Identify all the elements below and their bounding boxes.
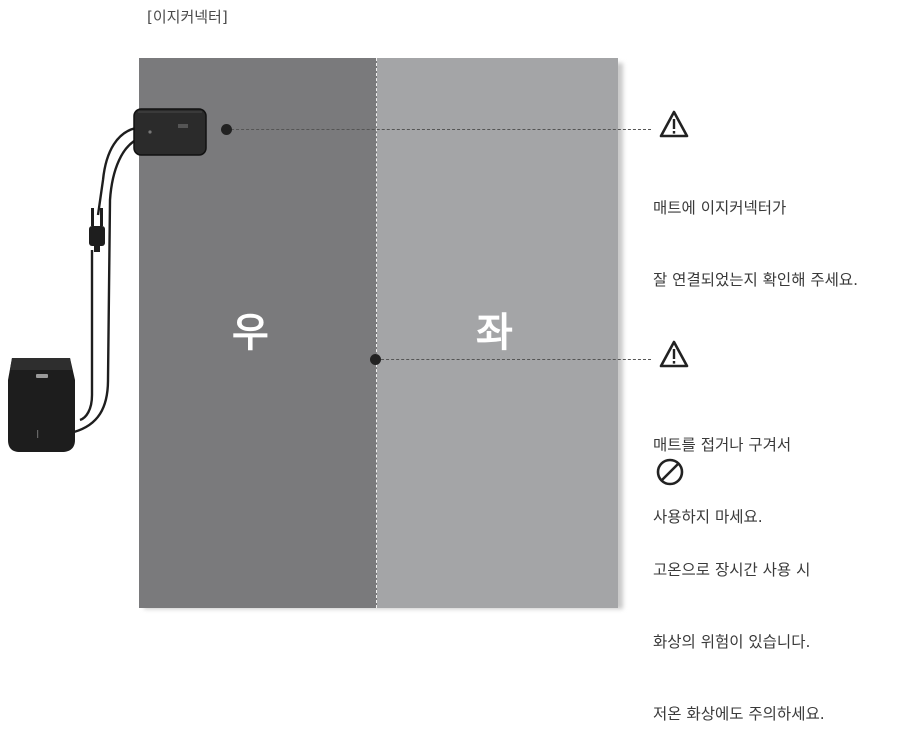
callout-line: 매트에 이지커넥터가 (653, 199, 787, 217)
fold-marker-dot (370, 354, 381, 365)
mat-center-line (376, 58, 377, 608)
page-title: [이지커넥터] (147, 8, 228, 26)
leader-line-fold (376, 359, 651, 360)
warning-icon (659, 110, 689, 138)
callout-line: 저온 화상에도 주의하세요. (653, 705, 825, 723)
callout-line: 매트를 접거나 구겨서 (653, 436, 792, 454)
callout-line: 잘 연결되었는지 확인해 주세요. (653, 271, 859, 289)
callout-connector-text: 매트에 이지커넥터가 잘 연결되었는지 확인해 주세요. (653, 148, 858, 316)
plug-icon (89, 208, 105, 252)
callout-line: 화상의 위험이 있습니다. (653, 633, 811, 651)
leader-line-connector (226, 129, 651, 130)
cable (73, 126, 141, 434)
mat-right-label: 우 (232, 310, 269, 356)
connector-marker-dot (221, 124, 232, 135)
warning-icon (659, 340, 689, 368)
mat-left-half (377, 58, 618, 608)
controller-unit-icon (8, 358, 75, 452)
callout-line: 고온으로 장시간 사용 시 (653, 561, 811, 579)
callout-fold-text: 매트를 접거나 구겨서 사용하지 마세요. (653, 385, 791, 553)
mat-left-label: 좌 (476, 310, 513, 356)
callout-line: 사용하지 마세요. (653, 508, 763, 526)
prohibited-icon (656, 458, 684, 486)
callout-heat-text: 고온으로 장시간 사용 시 화상의 위험이 있습니다. 저온 화상에도 주의하세… (653, 510, 825, 750)
